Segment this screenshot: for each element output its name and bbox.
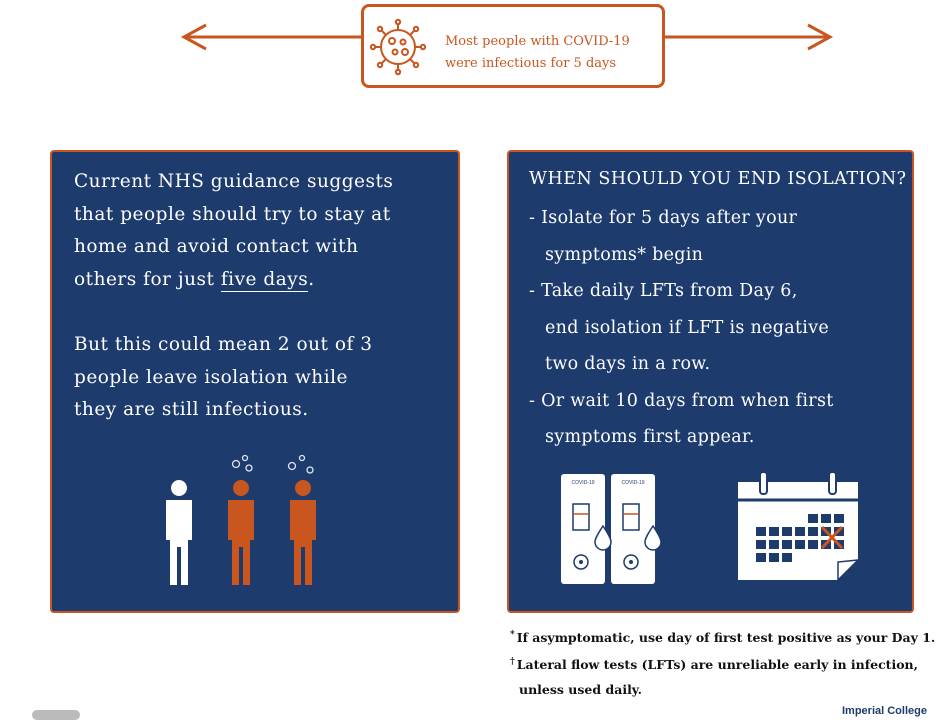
risk-paragraph: But this could mean 2 out of 3 people le… — [74, 329, 454, 427]
footnote: *If asymptomatic, use day of first test … — [510, 623, 940, 650]
step-line: symptoms* begin — [545, 244, 704, 265]
step-line: - Isolate for 5 days after your — [529, 208, 798, 228]
guidance-paragraph: Current NHS guidance suggests that peopl… — [74, 166, 454, 296]
isolation-steps: - Isolate for 5 days after your symptoms… — [529, 200, 909, 456]
guidance-line-prefix: others for just — [74, 268, 221, 290]
five-days-emphasis: five days — [220, 268, 309, 292]
nhs-guidance-panel: Current NHS guidance suggests that peopl… — [50, 150, 460, 613]
people-illustration — [166, 454, 316, 585]
step-line: symptoms first appear. — [545, 427, 755, 447]
risk-line: But this could mean 2 out of 3 — [74, 334, 373, 355]
guidance-line: home and avoid contact with — [74, 236, 359, 257]
risk-line: people leave isolation while — [74, 366, 349, 388]
footnotes: *If asymptomatic, use day of first test … — [510, 623, 940, 702]
person-healthy-icon — [166, 480, 192, 585]
end-isolation-panel: WHEN SHOULD YOU END ISOLATION? - Isolate… — [507, 150, 914, 613]
footnote-mark: * — [510, 630, 515, 640]
right-arrow-icon — [662, 23, 834, 51]
guidance-line: others for just five days. — [74, 264, 454, 297]
step-line: two days in a row. — [545, 354, 711, 374]
banner-box: Most people with COVID-19 were infectiou… — [361, 4, 665, 88]
guidance-line-suffix: . — [308, 268, 315, 290]
test-label: COVID-19 — [571, 480, 595, 486]
test-label: COVID-19 — [621, 480, 645, 486]
risk-line: they are still infectious. — [74, 399, 309, 420]
lateral-flow-test-icon: COVID-19 — [611, 474, 655, 584]
virus-particles-icon — [231, 454, 314, 474]
footnote-text: Lateral flow tests (LFTs) are unreliable… — [516, 657, 918, 673]
step-line: - Or wait 10 days from when first — [529, 390, 834, 411]
virus-icon — [369, 18, 427, 76]
footnote-mark: † — [510, 657, 515, 668]
left-arrow-icon — [180, 23, 362, 51]
panel-title: WHEN SHOULD YOU END ISOLATION? — [529, 169, 907, 189]
footnote-continuation: unless used daily. — [519, 682, 642, 698]
banner-text: Most people with COVID-19 were infectiou… — [445, 31, 655, 75]
step-line: - Take daily LFTs from Day 6, — [529, 281, 798, 301]
person-infected-icon — [290, 480, 316, 585]
droplet-icon — [594, 525, 612, 551]
calendar-icon — [738, 471, 861, 582]
lateral-flow-test-icon: COVID-19 — [561, 474, 605, 584]
guidance-line: that people should try to stay at — [74, 203, 391, 225]
person-infected-icon — [228, 480, 254, 585]
droplet-icon — [644, 525, 662, 551]
footnote-text: If asymptomatic, use day of first test p… — [516, 630, 936, 646]
footnote: †Lateral flow tests (LFTs) are unreliabl… — [510, 650, 940, 677]
guidance-line: Current NHS guidance suggests — [74, 171, 394, 192]
top-banner: Most people with COVID-19 were infectiou… — [0, 0, 950, 100]
scroll-handle[interactable] — [32, 710, 80, 720]
banner-text-line2: were infectious for 5 days — [445, 56, 617, 71]
banner-text-line1: Most people with COVID-19 — [445, 34, 630, 49]
step-line: end isolation if LFT is negative — [545, 317, 830, 338]
brand-logo-text: Imperial College — [842, 705, 927, 717]
